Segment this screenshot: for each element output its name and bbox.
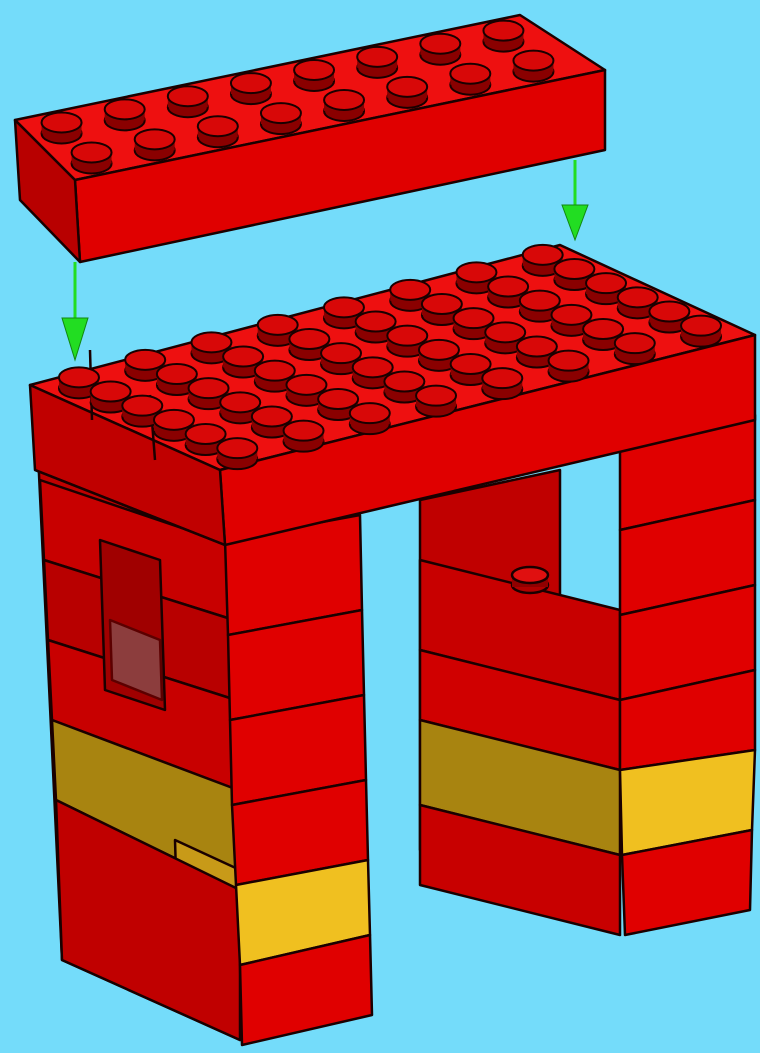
right-placement-arrow (562, 160, 588, 240)
stud (135, 129, 175, 160)
stud (350, 403, 390, 434)
stud (261, 103, 301, 134)
stud (513, 51, 553, 82)
stud (198, 116, 238, 147)
stud (549, 351, 589, 382)
stud (168, 86, 208, 117)
stud (357, 47, 397, 78)
stud (105, 99, 145, 130)
stud (284, 421, 324, 452)
stud (231, 73, 271, 104)
stud (483, 21, 523, 52)
stud (217, 438, 257, 469)
stud (72, 142, 112, 173)
stud (416, 386, 456, 417)
stud (482, 368, 522, 399)
stud (324, 90, 364, 121)
left-placement-arrow (62, 262, 88, 360)
stud (42, 112, 82, 143)
stud (681, 316, 721, 347)
right-pillar (420, 415, 755, 935)
stud (450, 64, 490, 95)
stud (420, 34, 460, 65)
stud (294, 60, 334, 91)
stud (387, 77, 427, 108)
top-brick (15, 15, 605, 262)
stud (615, 333, 655, 364)
